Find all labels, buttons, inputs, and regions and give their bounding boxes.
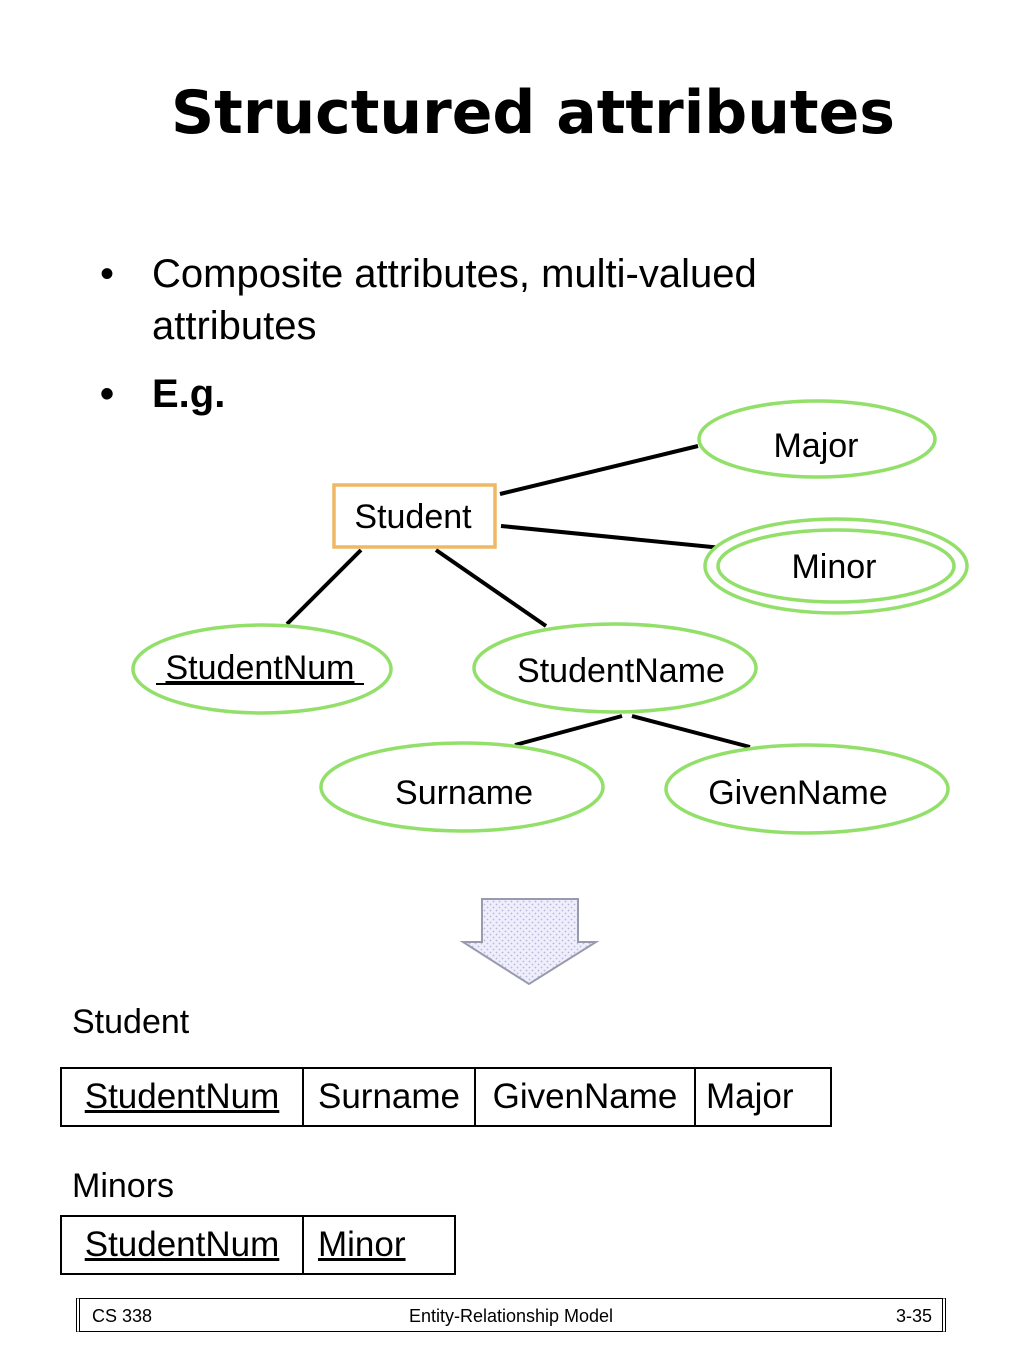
column-major: Major <box>694 1067 832 1127</box>
attribute-studentnum-ellipse <box>131 623 393 715</box>
attribute-major-label: Major <box>773 427 858 465</box>
connector-lines <box>285 444 751 749</box>
column-studentnum: StudentNum <box>60 1067 304 1127</box>
bullet-line-1: Composite attributes, multi-valued <box>152 252 757 296</box>
student-relation-table: StudentNum Surname GivenName Major <box>60 1067 832 1127</box>
connector-student-major <box>499 444 699 496</box>
down-arrow-icon <box>459 898 600 986</box>
attribute-studentname-label: StudentName <box>517 652 725 690</box>
bullet-marker: • <box>100 252 115 296</box>
column-givenname: GivenName <box>474 1067 696 1127</box>
column-surname: Surname <box>302 1067 476 1127</box>
attribute-surname-ellipse <box>319 741 605 833</box>
attribute-minor-label: Minor <box>791 548 876 586</box>
slide-footer: CS 338 Entity-Relationship Model 3-35 <box>76 1298 946 1332</box>
footer-topic: Entity-Relationship Model <box>408 1306 614 1326</box>
attribute-studentnum-label: StudentNum <box>166 649 355 687</box>
table-row: StudentNum Surname GivenName Major <box>60 1067 832 1127</box>
minors-relation-table: StudentNum Minor <box>60 1215 456 1275</box>
attribute-major-ellipse <box>697 399 937 479</box>
bullet-text: E.g. <box>152 372 226 416</box>
bullet-line-2: attributes <box>152 304 317 348</box>
column-studentnum: StudentNum <box>60 1215 304 1275</box>
attribute-givenname-ellipse <box>664 743 950 835</box>
table-row: StudentNum Minor <box>60 1215 456 1275</box>
entity-student-box <box>332 483 497 549</box>
connector-student-studentname <box>434 548 548 628</box>
column-minor: Minor <box>302 1215 456 1275</box>
attribute-surname-label: Surname <box>395 774 533 812</box>
attribute-studentname-ellipse <box>472 622 758 714</box>
student-table-caption: Student <box>72 1003 190 1041</box>
connector-studentname-surname <box>514 714 623 747</box>
attribute-givenname-label: GivenName <box>708 774 888 812</box>
footer-page-number: 3-35 <box>895 1306 932 1326</box>
minors-table-caption: Minors <box>72 1167 175 1205</box>
bullet-marker: • <box>100 372 115 416</box>
footer-course: CS 338 <box>92 1306 153 1326</box>
slide-title: Structured attributes <box>170 78 896 148</box>
bullet-text: Composite attributes, multi-valued attri… <box>152 248 757 352</box>
connector-studentname-givenname <box>631 714 751 749</box>
attribute-minor-inner-ellipse <box>716 528 956 604</box>
entity-student-label: Student <box>354 498 472 536</box>
connector-student-studentnum <box>285 548 363 626</box>
connector-student-minor <box>500 524 723 550</box>
